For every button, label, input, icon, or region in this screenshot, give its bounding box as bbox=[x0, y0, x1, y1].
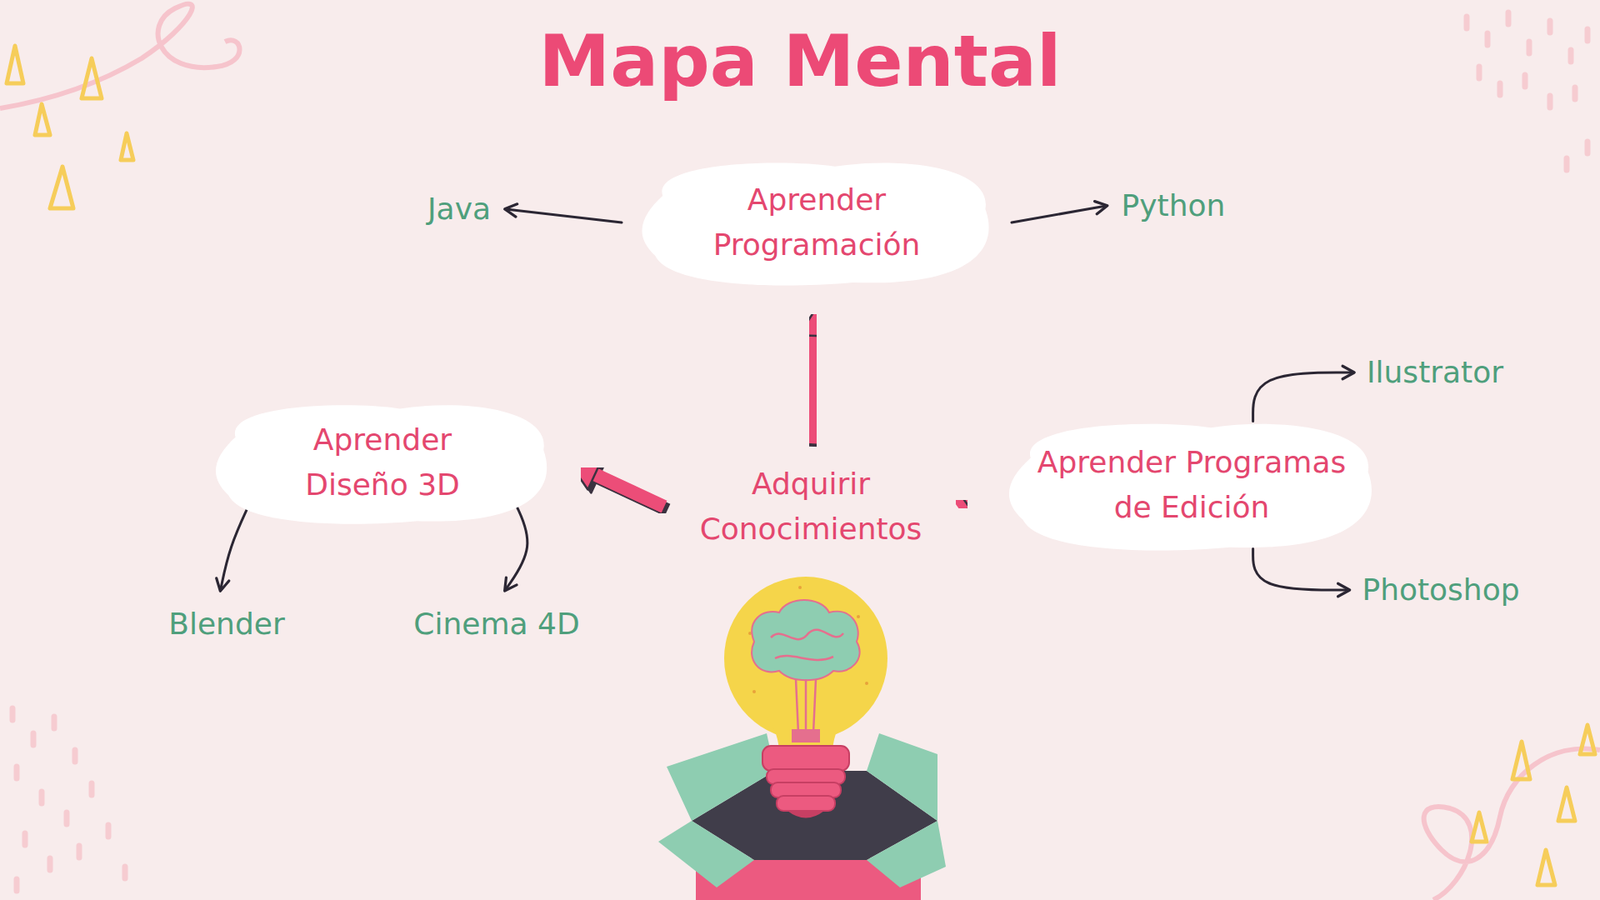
triangles bbox=[6, 45, 1595, 885]
topic-text: Aprender Diseño 3D bbox=[257, 417, 508, 508]
cloud-node: Aprender Programación bbox=[633, 155, 1000, 290]
thin-arrow bbox=[1253, 549, 1350, 591]
item-text: Ilustrator bbox=[1366, 350, 1504, 395]
squiggle bbox=[1424, 748, 1600, 900]
item-text: Blender bbox=[168, 601, 285, 647]
connector-group bbox=[1011, 205, 1107, 223]
cloud-shape bbox=[207, 398, 558, 528]
text-node: Adquirir Conocimientos bbox=[674, 460, 948, 554]
cloud-node: Aprender Diseño 3D bbox=[207, 398, 558, 528]
connector-group bbox=[1253, 372, 1354, 422]
dashes bbox=[12, 12, 1588, 891]
topic-text: Aprender Programas de Edición bbox=[1025, 440, 1359, 530]
connector-group bbox=[505, 209, 622, 223]
item-text: Cinema 4D bbox=[413, 601, 580, 647]
connector-group bbox=[810, 335, 816, 444]
connector-group bbox=[505, 504, 528, 590]
text-node: Python bbox=[1118, 181, 1230, 230]
big-arrow bbox=[957, 501, 965, 507]
connector-group bbox=[220, 504, 250, 590]
squiggle bbox=[0, 4, 240, 109]
text-node: Photoshop bbox=[1358, 565, 1523, 615]
thin-arrow bbox=[505, 504, 528, 590]
connector-group bbox=[595, 474, 665, 507]
text-node: Cinema 4D bbox=[410, 600, 583, 649]
big-arrow bbox=[810, 335, 816, 444]
item-text: Python bbox=[1121, 183, 1226, 229]
text-node: Blender bbox=[165, 600, 288, 649]
thin-arrow bbox=[1253, 372, 1354, 422]
thin-arrow bbox=[505, 209, 622, 223]
title: Mapa Mental bbox=[0, 18, 1600, 105]
item-text: Photoshop bbox=[1361, 567, 1520, 613]
thin-arrow bbox=[1011, 205, 1107, 223]
text-node: Ilustrator bbox=[1363, 348, 1507, 397]
topic-text: Adquirir Conocimientos bbox=[677, 461, 945, 552]
cloud-shape bbox=[1000, 416, 1384, 555]
item-text: Java bbox=[427, 186, 491, 232]
bulb-in-box bbox=[658, 576, 946, 900]
thin-arrow bbox=[220, 504, 250, 590]
connector-group bbox=[1253, 549, 1350, 591]
cloud-node: Aprender Programas de Edición bbox=[1000, 416, 1384, 555]
topic-text: Aprender Programación bbox=[658, 177, 975, 268]
cloud-shape bbox=[633, 155, 1000, 290]
big-arrow bbox=[595, 474, 665, 507]
text-node: Java bbox=[424, 185, 495, 234]
connector-group bbox=[957, 501, 965, 507]
